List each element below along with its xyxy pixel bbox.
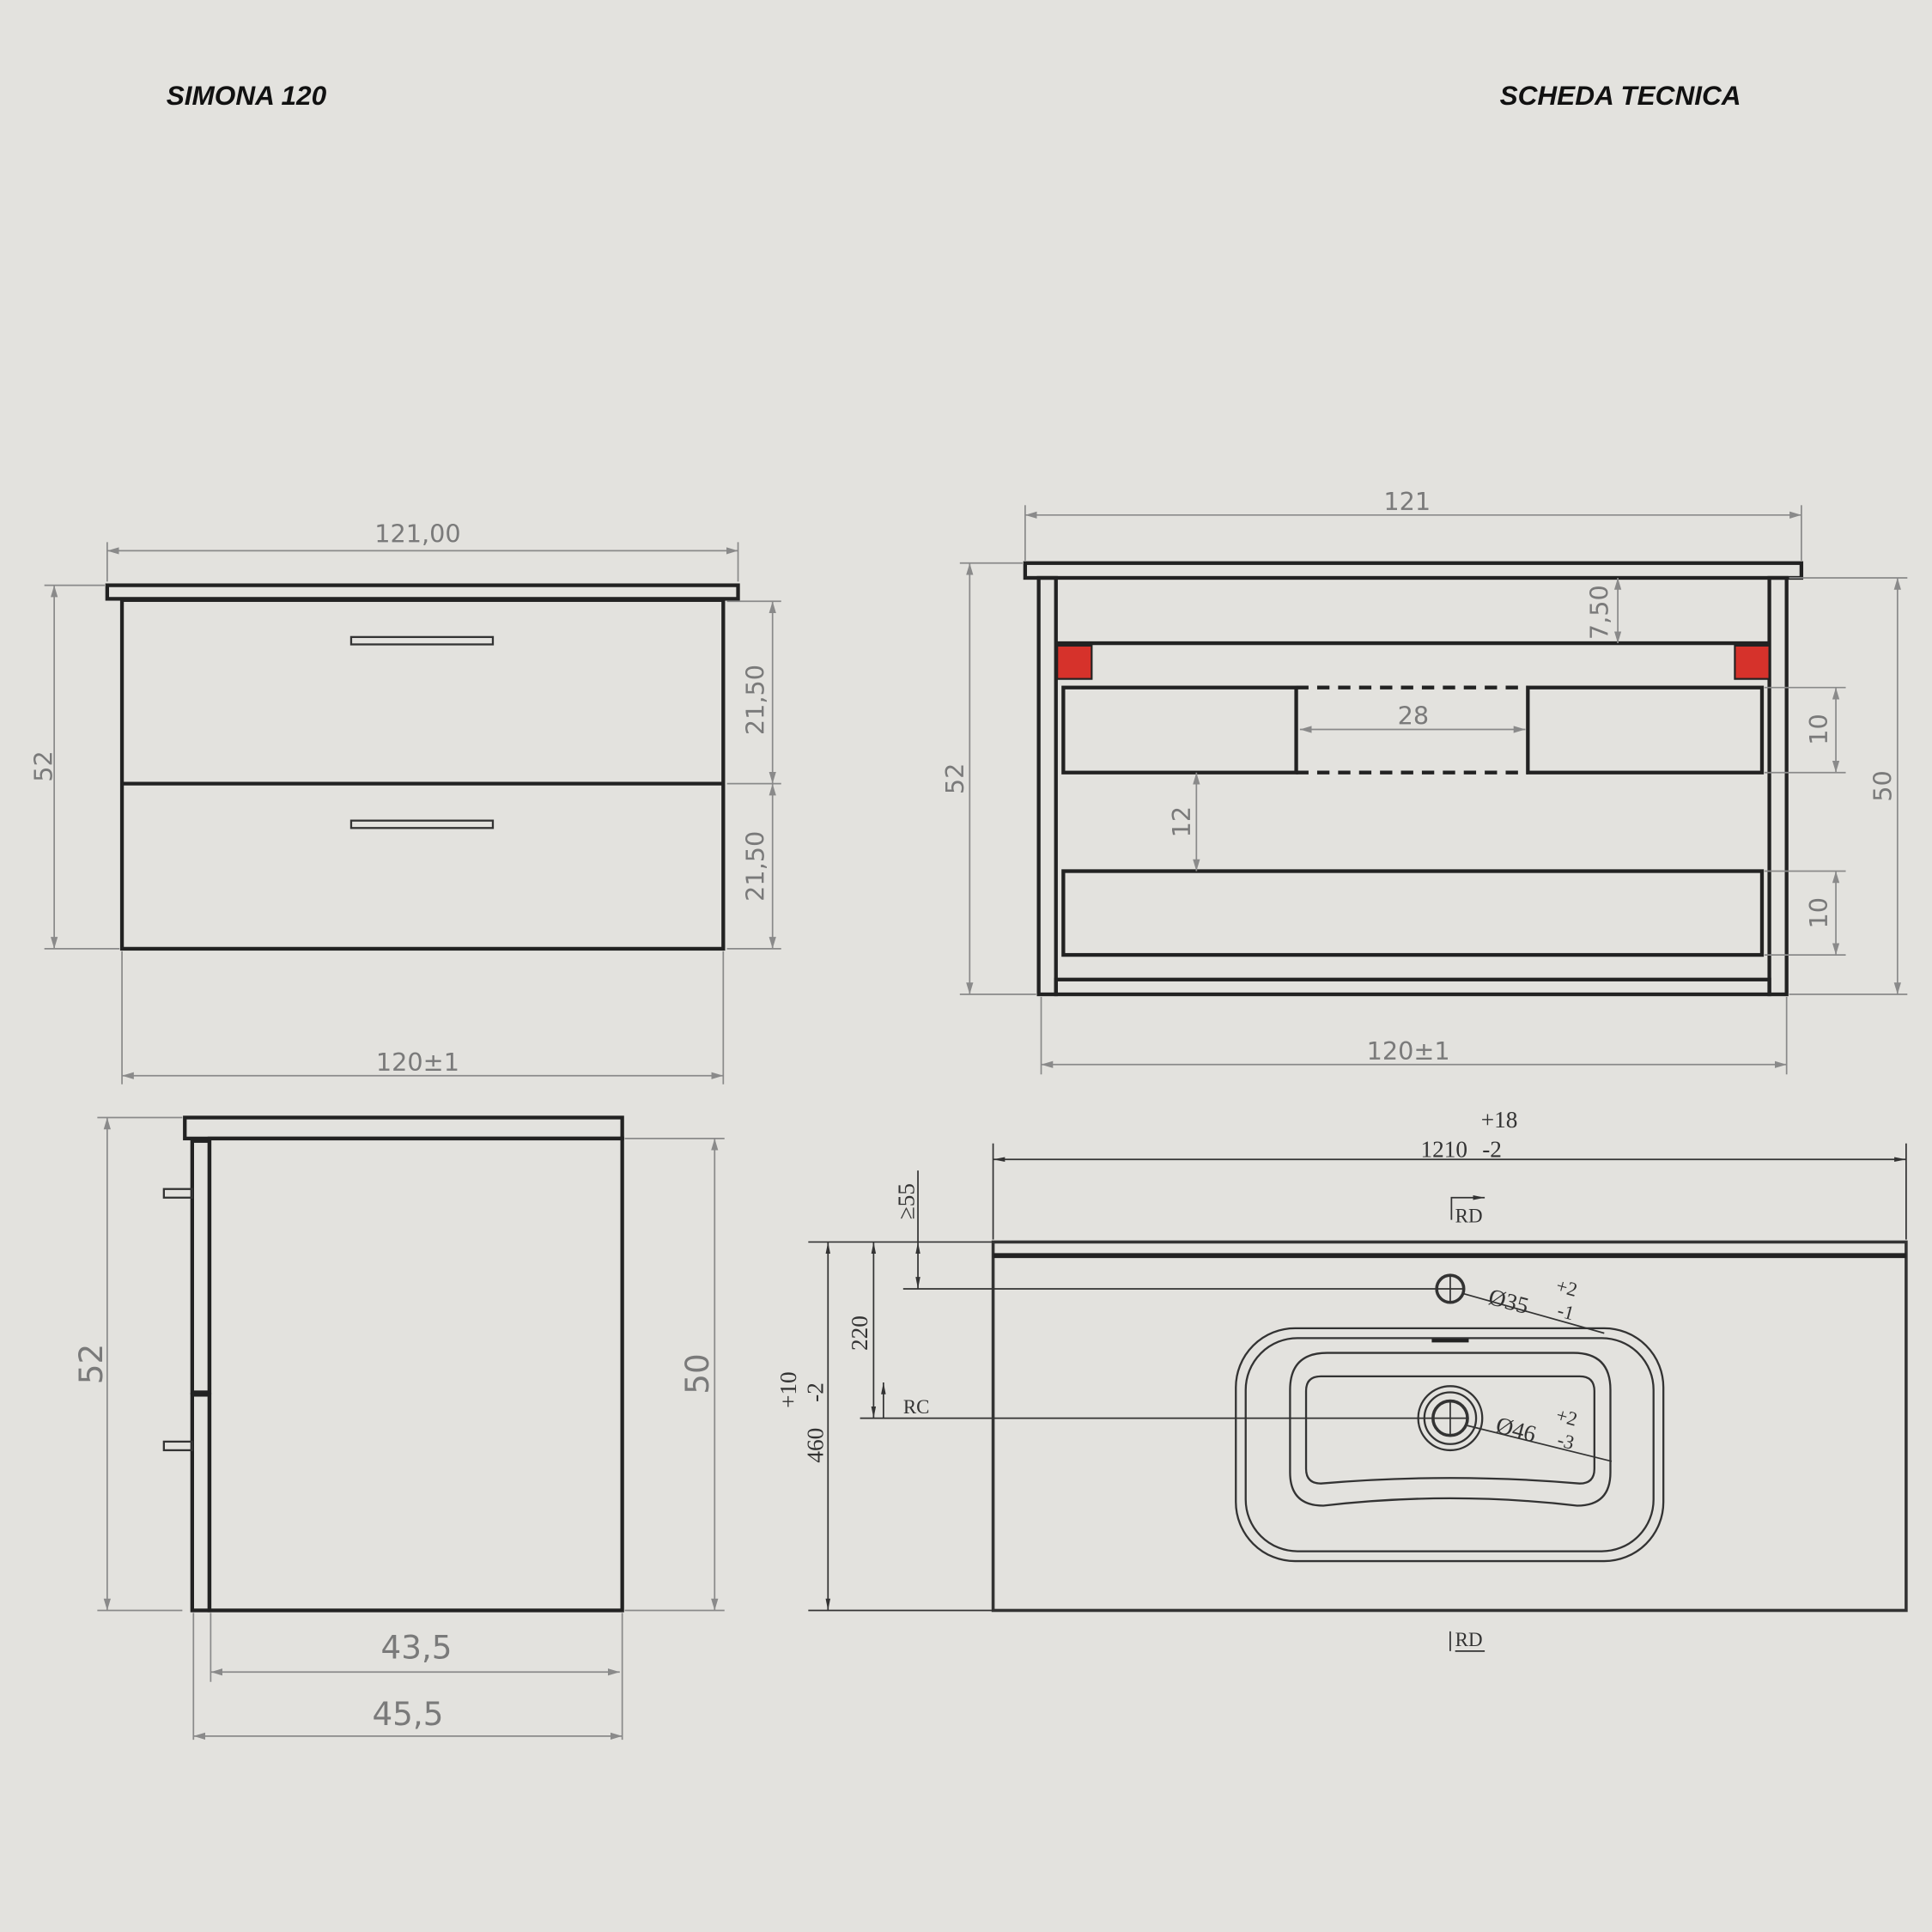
open-view: 121 52 7,50 28 12 10 10 50 120±1 <box>940 487 1908 1075</box>
basin-bowl <box>1289 1352 1612 1507</box>
dim-drawer-spacing: 12 <box>1167 806 1196 838</box>
sheet-title: SCHEDA TECNICA <box>1500 80 1741 111</box>
countertop <box>1023 561 1804 580</box>
basin-view: Ø35 +2 -1 Ø46 +2 -3 1210 +18 -2 RD RD ≥5… <box>775 1107 1908 1652</box>
width-tol-minus: -2 <box>1482 1136 1502 1162</box>
cabinet-body <box>119 598 726 951</box>
basin-outline <box>991 1240 1908 1613</box>
drawer-handle <box>349 819 495 829</box>
bottom-rail <box>1054 977 1771 997</box>
dim-body-width: 120±1 <box>376 1048 459 1077</box>
dim-top-width: 121,00 <box>374 519 460 548</box>
drawer-handle <box>349 635 495 646</box>
side-panel-left <box>1036 575 1058 997</box>
depth-tol-minus: -2 <box>803 1382 829 1402</box>
dim-basin-width: 1210 <box>1421 1136 1468 1162</box>
depth-tol-plus: +10 <box>775 1371 801 1408</box>
drawer-handle <box>162 1188 193 1199</box>
dim-min-edge: ≥55 <box>894 1183 920 1219</box>
drawer-front <box>190 1139 212 1394</box>
dim-body-depth: 43,5 <box>380 1628 452 1666</box>
bracket-left <box>1056 644 1093 680</box>
drawer-handle <box>162 1440 193 1452</box>
dim-lower-drawer: 10 <box>1804 897 1833 929</box>
rd-bottom-label: RD <box>1455 1629 1483 1650</box>
dim-height: 52 <box>28 750 58 782</box>
upper-drawer-left <box>1061 685 1298 775</box>
dim-siphon-gap: 28 <box>1398 702 1430 731</box>
dim-body-height: 50 <box>1868 770 1898 802</box>
dim-total-depth: 45,5 <box>372 1695 443 1733</box>
dim-top-gap: 7,50 <box>1585 585 1614 640</box>
dim-drawer-bottom: 21,50 <box>741 831 770 902</box>
side-view: 52 50 43,5 45,5 <box>72 1115 725 1741</box>
rd-top-label: RD <box>1455 1205 1483 1226</box>
upper-drawer-right <box>1526 685 1765 775</box>
dim-basin-depth: 460 <box>803 1428 829 1463</box>
dim-height: 52 <box>72 1344 110 1384</box>
dim-top-width: 121 <box>1383 487 1431 516</box>
drawer-front <box>190 1393 212 1613</box>
front-view: 121,00 52 21,50 21,50 120±1 <box>28 519 781 1084</box>
dim-drawer-top: 21,50 <box>741 665 770 735</box>
rc-label: RC <box>903 1396 930 1418</box>
dim-height: 52 <box>940 763 969 795</box>
side-panel-right <box>1767 575 1789 997</box>
dim-body-height: 50 <box>678 1353 716 1394</box>
bracket-right <box>1734 644 1771 680</box>
width-tol-plus: +18 <box>1481 1107 1518 1133</box>
basin-rim <box>1235 1327 1665 1563</box>
product-title: SIMONA 120 <box>167 80 327 111</box>
lower-drawer <box>1061 869 1765 957</box>
dim-drain-offset: 220 <box>847 1315 872 1351</box>
dim-body-width: 120±1 <box>1367 1036 1450 1066</box>
dim-upper-drawer: 10 <box>1804 714 1833 745</box>
